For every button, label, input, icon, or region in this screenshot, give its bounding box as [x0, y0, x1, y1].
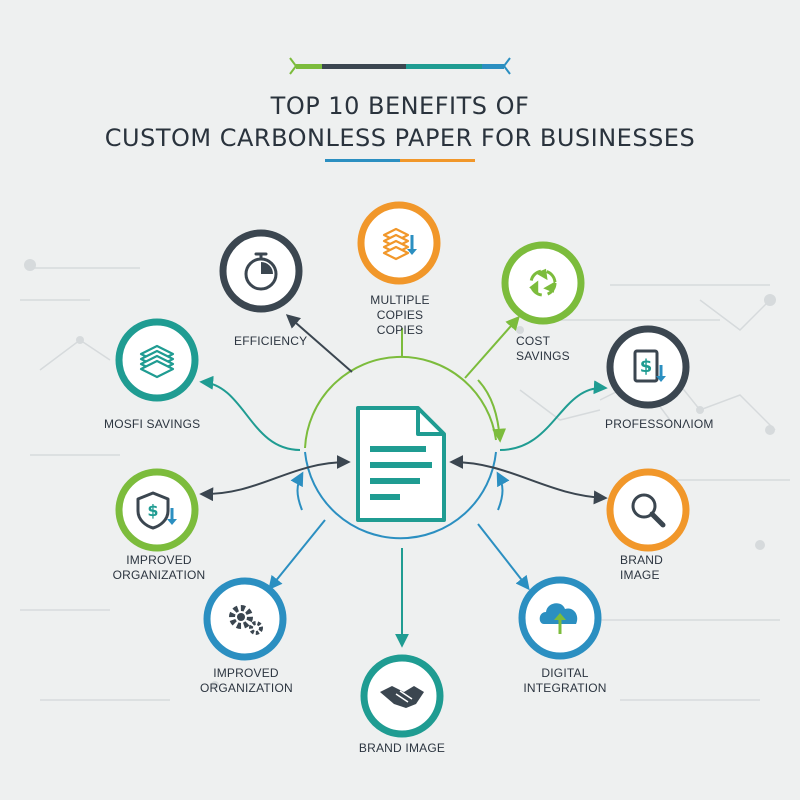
node-label-line: BRAND IMAGE — [358, 741, 446, 755]
header-bar — [289, 57, 511, 75]
connector-cost-savings — [464, 315, 520, 379]
node-label-line: IMPROVED — [126, 553, 192, 567]
node-label-line: INTEGRATION — [523, 681, 607, 695]
connector-efficiency — [285, 314, 353, 373]
handshake-icon — [380, 686, 424, 708]
node-label-professionalism: PROFESSONΛIOM — [605, 417, 714, 432]
connector-improved-organization-1 — [199, 455, 351, 502]
node-label-line: ORGANIZATION — [112, 568, 206, 582]
gears-icon — [229, 605, 263, 635]
background-network — [20, 259, 790, 701]
recycle-icon — [529, 268, 557, 297]
node-mosfi-savings[interactable] — [115, 318, 199, 402]
svg-text:$: $ — [640, 356, 653, 377]
connector-inner-left-up — [290, 471, 304, 511]
node-efficiency[interactable] — [219, 229, 303, 313]
node-ring — [501, 241, 585, 325]
node-label-efficiency: EFFICIENCY — [234, 334, 314, 349]
node-label-line: MOSFI SAVINGS — [104, 417, 201, 431]
node-label-line: COST SAVINGS — [516, 334, 570, 363]
connector-mosfi-savings — [199, 375, 301, 451]
magnifier-icon — [631, 493, 666, 528]
dollar-document-icon: $ — [633, 349, 666, 383]
node-label-line: IMPROVED — [213, 666, 279, 680]
node-label-line: EFFICIENCY — [234, 334, 308, 348]
node-label-line: COPIES COPIES — [376, 308, 424, 337]
node-ring — [606, 468, 690, 552]
node-label-line: BRAND — [620, 553, 664, 567]
stacked-papers-download-icon — [382, 227, 417, 261]
node-label-line: IMAGE — [620, 568, 660, 582]
connector-improved-organization-2 — [268, 519, 326, 591]
node-ring — [115, 468, 199, 552]
node-label-line: ORGANIZATION — [200, 681, 293, 695]
cloud-upload-icon — [539, 603, 578, 634]
node-label-line: DIGITAL — [541, 666, 589, 680]
connectors — [199, 314, 608, 648]
node-ring — [203, 577, 287, 661]
node-label-line: MULTIPLE — [370, 293, 430, 307]
node-ring — [606, 325, 690, 409]
dollar-shield-icon: $ — [136, 491, 177, 530]
document-icon — [356, 406, 446, 522]
node-label-mosfi-savings: MOSFI SAVINGS — [104, 417, 214, 432]
connector-inner-right-down — [477, 379, 507, 443]
paper-stack-icon — [139, 344, 175, 379]
connector-brand-image-1 — [449, 455, 608, 505]
page-title-line-2: CUSTOM CARBONLESS PAPER FOR BUSINESSES — [104, 124, 696, 152]
svg-text:$: $ — [147, 501, 158, 520]
node-label-line: PROFESSONΛIOM — [605, 417, 714, 431]
node-cost-savings[interactable] — [501, 241, 585, 325]
page-title-line-1: TOP 10 BENEFITS OF — [270, 92, 530, 120]
node-brand-image-1[interactable] — [606, 468, 690, 552]
node-brand-image-2[interactable] — [360, 654, 444, 738]
node-label-brand-image-2: BRAND IMAGE — [352, 741, 452, 756]
connector-inner-right-up — [496, 471, 510, 511]
connector-professionalism — [499, 380, 608, 451]
node-multiple-copies[interactable] — [357, 201, 441, 285]
node-digital-integration[interactable] — [518, 576, 602, 660]
title-underline — [325, 159, 475, 162]
stopwatch-icon — [244, 252, 278, 291]
node-improved-organization-2[interactable] — [203, 577, 287, 661]
connector-digital-integration — [477, 523, 530, 591]
node-professionalism[interactable]: $ — [606, 325, 690, 409]
node-improved-organization-1[interactable]: $ — [115, 468, 199, 552]
node-label-cost-savings: COST SAVINGS — [516, 334, 606, 364]
center-ring-green — [304, 355, 497, 449]
